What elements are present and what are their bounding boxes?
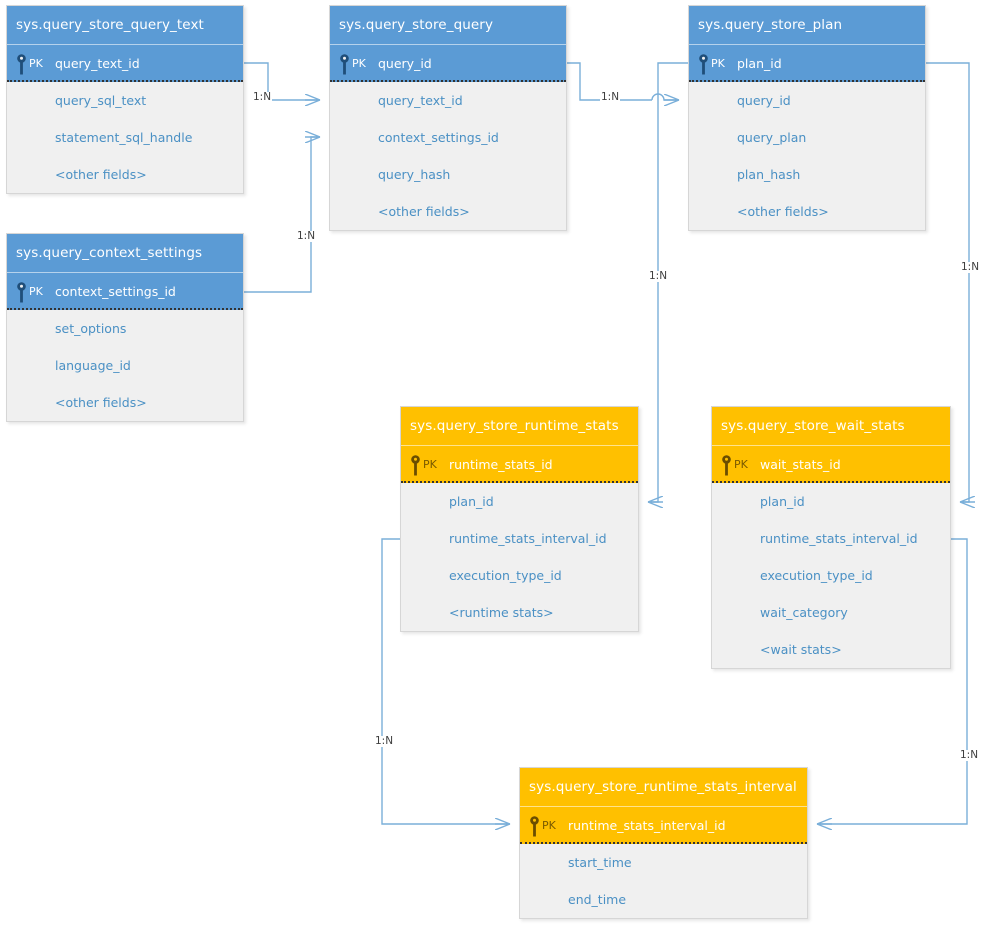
entity-title: sys.query_context_settings (7, 234, 243, 272)
entity-title: sys.query_store_plan (689, 6, 925, 44)
field-row[interactable]: context_settings_id (330, 119, 566, 156)
field-row[interactable]: query_text_id (330, 82, 566, 119)
field-row[interactable]: runtime_stats_interval_id (712, 520, 950, 557)
key-icon (699, 54, 708, 75)
field-row[interactable]: query_id (689, 82, 925, 119)
entity-field-list: set_options language_id <other fields> (7, 310, 243, 421)
field-row[interactable]: query_hash (330, 156, 566, 193)
pk-tag: PK (352, 57, 366, 70)
pk-tag: PK (29, 285, 43, 298)
pk-tag: PK (542, 819, 556, 832)
entity-sys-query-store-query-text[interactable]: sys.query_store_query_text PK query_text… (6, 5, 244, 194)
pk-field-name: context_settings_id (55, 284, 176, 299)
entity-title: sys.query_store_wait_stats (712, 407, 950, 445)
entity-sys-query-store-runtime-stats[interactable]: sys.query_store_runtime_stats PK runtime… (400, 406, 639, 632)
entity-primary-key-row[interactable]: PK runtime_stats_id (401, 445, 638, 483)
entity-sys-query-store-plan[interactable]: sys.query_store_plan PK plan_id query_id… (688, 5, 926, 231)
key-icon (530, 816, 539, 837)
cardinality-label-wait-stats-to-interval: 1:N (959, 749, 980, 761)
cardinality-label-query-to-plan: 1:N (600, 91, 621, 103)
entity-primary-key-row[interactable]: PK query_text_id (7, 44, 243, 82)
entity-sys-query-context-settings[interactable]: sys.query_context_settings PK context_se… (6, 233, 244, 422)
pk-field-name: query_text_id (55, 56, 140, 71)
entity-field-list: query_sql_text statement_sql_handle <oth… (7, 82, 243, 193)
pk-tag: PK (29, 57, 43, 70)
cardinality-label-query-text-to-query: 1:N (252, 91, 273, 103)
field-row[interactable]: end_time (520, 881, 807, 918)
field-row[interactable]: execution_type_id (401, 557, 638, 594)
entity-primary-key-row[interactable]: PK query_id (330, 44, 566, 82)
edge-context-settings-to-query (244, 137, 320, 293)
key-icon (17, 54, 26, 75)
pk-tag: PK (711, 57, 725, 70)
entity-sys-query-store-runtime-stats-interval[interactable]: sys.query_store_runtime_stats_interval P… (519, 767, 808, 919)
field-row[interactable]: <runtime stats> (401, 594, 638, 631)
field-row[interactable]: plan_id (401, 483, 638, 520)
field-row[interactable]: statement_sql_handle (7, 119, 243, 156)
cardinality-label-plan-to-runtime-stats: 1:N (648, 270, 669, 282)
field-row[interactable]: query_plan (689, 119, 925, 156)
key-icon (17, 282, 26, 303)
entity-field-list: query_text_id context_settings_id query_… (330, 82, 566, 230)
cardinality-label-plan-to-wait-stats: 1:N (960, 261, 981, 273)
field-row[interactable]: plan_hash (689, 156, 925, 193)
field-row[interactable]: set_options (7, 310, 243, 347)
entity-field-list: plan_id runtime_stats_interval_id execut… (401, 483, 638, 631)
entity-field-list: start_time end_time (520, 844, 807, 918)
entity-field-list: plan_id runtime_stats_interval_id execut… (712, 483, 950, 668)
entity-title: sys.query_store_runtime_stats (401, 407, 638, 445)
field-row[interactable]: wait_category (712, 594, 950, 631)
cardinality-label-context-to-query: 1:N (296, 230, 317, 242)
pk-tag: PK (734, 458, 748, 471)
entity-title: sys.query_store_query_text (7, 6, 243, 44)
entity-sys-query-store-query[interactable]: sys.query_store_query PK query_id query_… (329, 5, 567, 231)
pk-field-name: plan_id (737, 56, 782, 71)
entity-title: sys.query_store_query (330, 6, 566, 44)
cardinality-label-runtime-stats-to-interval: 1:N (374, 735, 395, 747)
key-icon (411, 455, 420, 476)
pk-field-name: query_id (378, 56, 432, 71)
field-row[interactable]: runtime_stats_interval_id (401, 520, 638, 557)
key-icon (722, 455, 731, 476)
entity-field-list: query_id query_plan plan_hash <other fie… (689, 82, 925, 230)
field-row[interactable]: <other fields> (7, 156, 243, 193)
field-row[interactable]: execution_type_id (712, 557, 950, 594)
field-row[interactable]: <wait stats> (712, 631, 950, 668)
edge-plan-to-runtime-stats (648, 62, 688, 502)
entity-primary-key-row[interactable]: PK plan_id (689, 44, 925, 82)
entity-primary-key-row[interactable]: PK context_settings_id (7, 272, 243, 310)
pk-field-name: runtime_stats_id (449, 457, 553, 472)
entity-title: sys.query_store_runtime_stats_interval (520, 768, 807, 806)
field-row[interactable]: start_time (520, 844, 807, 881)
pk-field-name: runtime_stats_interval_id (568, 818, 726, 833)
field-row[interactable]: language_id (7, 347, 243, 384)
field-row[interactable]: plan_id (712, 483, 950, 520)
field-row[interactable]: query_sql_text (7, 82, 243, 119)
edge-query-to-plan-hop (651, 93, 679, 100)
entity-sys-query-store-wait-stats[interactable]: sys.query_store_wait_stats PK wait_stats… (711, 406, 951, 669)
field-row[interactable]: <other fields> (7, 384, 243, 421)
key-icon (340, 54, 349, 75)
field-row[interactable]: <other fields> (330, 193, 566, 230)
pk-tag: PK (423, 458, 437, 471)
entity-primary-key-row[interactable]: PK runtime_stats_interval_id (520, 806, 807, 844)
field-row[interactable]: <other fields> (689, 193, 925, 230)
pk-field-name: wait_stats_id (760, 457, 841, 472)
entity-primary-key-row[interactable]: PK wait_stats_id (712, 445, 950, 483)
